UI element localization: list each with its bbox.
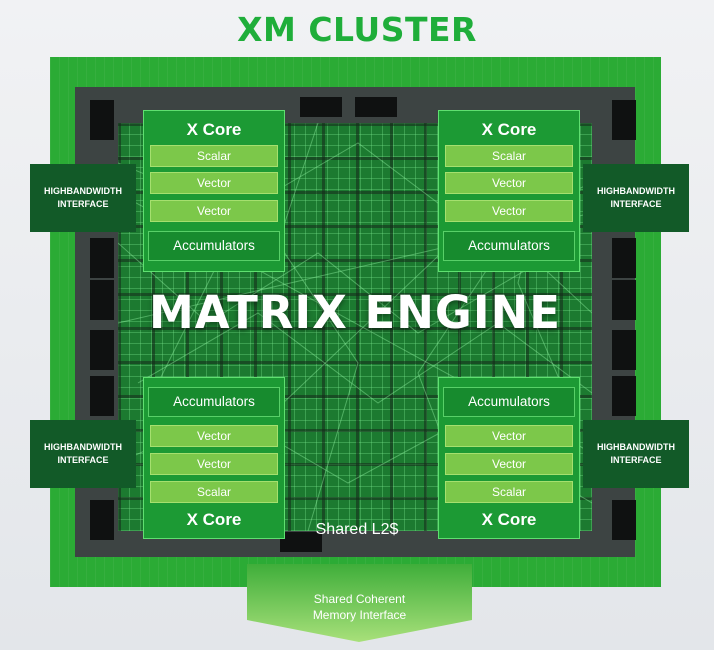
hbi-line1: HIGHBANDWIDTH bbox=[44, 186, 122, 196]
frame-slot bbox=[90, 280, 114, 320]
hbi-top-left: HIGHBANDWIDTH INTERFACE bbox=[30, 164, 136, 232]
core-unit-vector: Vector bbox=[445, 200, 573, 222]
frame-slot bbox=[612, 330, 636, 370]
core-accumulators: Accumulators bbox=[173, 394, 255, 409]
accumulators-block bbox=[443, 387, 575, 417]
core-unit-vector: Vector bbox=[150, 453, 278, 475]
frame-slot bbox=[612, 100, 636, 140]
hbi-bottom-left: HIGHBANDWIDTH INTERFACE bbox=[30, 420, 136, 488]
hbi-line2: INTERFACE bbox=[610, 199, 662, 209]
core-title: X Core bbox=[481, 510, 537, 529]
frame-slot bbox=[612, 238, 636, 278]
accumulators-block bbox=[148, 387, 280, 417]
core-unit-scalar: Scalar bbox=[445, 145, 573, 167]
hbi-line1: HIGHBANDWIDTH bbox=[44, 442, 122, 452]
matrix-engine-label: MATRIX ENGINE bbox=[148, 286, 562, 339]
memory-interface-line2: Memory Interface bbox=[312, 608, 407, 622]
core-accumulators: Accumulators bbox=[468, 238, 550, 253]
core-unit-vector: Vector bbox=[445, 453, 573, 475]
hbi-line2: INTERFACE bbox=[57, 199, 109, 209]
x-core-top-left: X Core Scalar Vector Vector Accumulators bbox=[143, 110, 285, 272]
frame-slot bbox=[612, 376, 636, 416]
frame-slot bbox=[355, 97, 397, 117]
core-unit-vector: Vector bbox=[150, 425, 278, 447]
x-core-bottom-left: Accumulators Vector Vector Scalar X Core bbox=[143, 377, 285, 539]
frame-slot bbox=[90, 330, 114, 370]
core-unit-scalar: Scalar bbox=[445, 481, 573, 503]
core-unit-vector: Vector bbox=[445, 425, 573, 447]
frame-slot bbox=[90, 100, 114, 140]
core-unit-scalar: Scalar bbox=[150, 481, 278, 503]
core-unit-vector: Vector bbox=[150, 200, 278, 222]
core-accumulators: Accumulators bbox=[173, 238, 255, 253]
core-unit-scalar: Scalar bbox=[150, 145, 278, 167]
shared-l2-cache-label: Shared L2$ bbox=[315, 521, 399, 538]
core-title: X Core bbox=[186, 510, 242, 529]
x-core-top-right: X Core Scalar Vector Vector Accumulators bbox=[438, 110, 580, 272]
core-title: X Core bbox=[186, 120, 242, 139]
accumulators-block bbox=[443, 231, 575, 261]
frame-slot bbox=[612, 500, 636, 540]
diagram-title: XM CLUSTER bbox=[237, 10, 477, 49]
accumulators-block bbox=[148, 231, 280, 261]
hbi-line1: HIGHBANDWIDTH bbox=[597, 186, 675, 196]
hbi-top-right: HIGHBANDWIDTH INTERFACE bbox=[583, 164, 689, 232]
core-unit-vector: Vector bbox=[150, 172, 278, 194]
memory-interface-label: Shared Coherent Memory Interface bbox=[247, 591, 472, 623]
frame-slot bbox=[300, 97, 342, 117]
hbi-bottom-right: HIGHBANDWIDTH INTERFACE bbox=[583, 420, 689, 488]
frame-slot bbox=[90, 376, 114, 416]
hbi-line2: INTERFACE bbox=[610, 455, 662, 465]
core-title: X Core bbox=[481, 120, 537, 139]
core-unit-vector: Vector bbox=[445, 172, 573, 194]
hbi-line1: HIGHBANDWIDTH bbox=[597, 442, 675, 452]
hbi-line2: INTERFACE bbox=[57, 455, 109, 465]
memory-interface-line1: Shared Coherent bbox=[313, 592, 406, 606]
x-core-bottom-right: Accumulators Vector Vector Scalar X Core bbox=[438, 377, 580, 539]
core-accumulators: Accumulators bbox=[468, 394, 550, 409]
frame-slot bbox=[90, 500, 114, 540]
frame-slot bbox=[90, 238, 114, 278]
frame-slot bbox=[280, 532, 322, 552]
frame-slot bbox=[612, 280, 636, 320]
memory-interface-arrow bbox=[247, 564, 472, 642]
